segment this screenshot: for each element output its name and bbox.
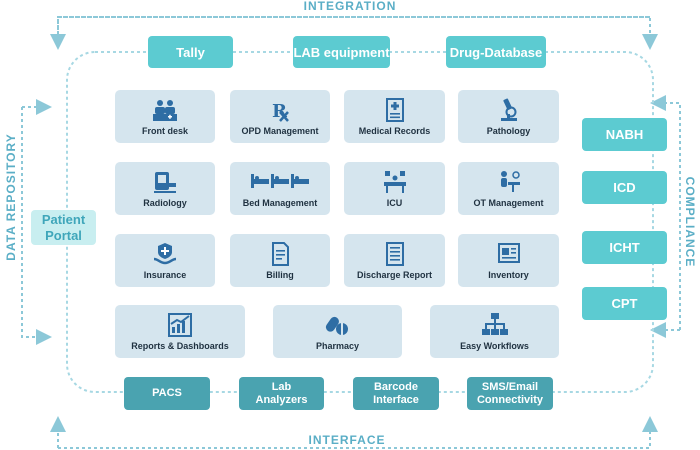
module-inventory[interactable]: Inventory [458,234,559,287]
data-repository-label: DATA REPOSITORY [4,133,18,261]
module-easy-workflows[interactable]: Easy Workflows [430,305,559,358]
medical-records-icon [385,98,404,122]
module-label: Pathology [486,126,531,136]
module-bed-management[interactable]: Bed Management [230,162,330,215]
compliance-icd[interactable]: ICD [582,171,667,204]
integration-tally[interactable]: Tally [148,36,233,68]
billing-document-icon [272,242,289,266]
integration-label: INTEGRATION [303,0,397,13]
reports-chart-icon [168,313,192,337]
module-front-desk[interactable]: Front desk [115,90,215,143]
interface-barcode[interactable]: Barcode Interface [353,377,439,410]
module-billing[interactable]: Billing [230,234,330,287]
interface-label: INTERFACE [308,433,386,447]
interface-pacs[interactable]: PACS [124,377,210,410]
module-label: Billing [266,270,294,280]
module-ot-management[interactable]: OT Management [458,162,559,215]
module-insurance[interactable]: Insurance [115,234,215,287]
module-label: OPD Management [241,126,319,136]
operation-theatre-icon [500,171,520,192]
module-opd-management[interactable]: R OPD Management [230,90,330,143]
pharmacy-pills-icon [325,316,348,335]
module-label: Easy Workflows [460,341,529,351]
patient-portal[interactable]: Patient Portal [31,210,96,245]
module-label: Reports & Dashboards [131,341,229,351]
interface-lab-analyzers[interactable]: Lab Analyzers [239,377,324,410]
compliance-arrow-top [650,95,681,330]
radiology-scanner-icon [154,172,176,193]
interface-arrow-right [58,416,658,449]
module-label: Discharge Report [356,270,433,280]
integration-arrow-left [50,16,650,50]
module-icu[interactable]: ICU [344,162,445,215]
module-label: Pharmacy [315,341,360,351]
hospital-beds-icon [251,174,309,188]
module-pharmacy[interactable]: Pharmacy [273,305,402,358]
prescription-rx-icon: R [272,101,289,122]
discharge-report-icon [385,242,404,266]
module-pathology[interactable]: Pathology [458,90,559,143]
module-label: Medical Records [358,126,431,136]
module-radiology[interactable]: Radiology [115,162,215,215]
compliance-icht[interactable]: ICHT [582,231,667,264]
module-label: ICU [386,198,403,208]
integration-lab-equipment[interactable]: LAB equipment [293,36,390,68]
icu-bed-icon [383,171,406,193]
workflow-hierarchy-icon [481,313,508,335]
module-label: Radiology [143,198,187,208]
compliance-nabh[interactable]: NABH [582,118,667,151]
integration-drug-database[interactable]: Drug-Database [446,36,546,68]
microscope-icon [500,98,517,121]
module-label: Bed Management [242,198,318,208]
module-label: Inventory [488,270,529,280]
compliance-label: COMPLIANCE [683,176,697,268]
interface-sms-email[interactable]: SMS/Email Connectivity [467,377,553,410]
module-label: Insurance [143,270,187,280]
module-label: Front desk [141,126,188,136]
module-reports-dashboards[interactable]: Reports & Dashboards [115,305,245,358]
insurance-hands-icon [153,243,177,265]
compliance-cpt[interactable]: CPT [582,287,667,320]
inventory-icon [497,243,520,263]
data-repo-arrow-bottom [21,107,52,345]
module-label: OT Management [473,198,544,208]
front-desk-icon [153,100,177,121]
module-medical-records[interactable]: Medical Records [344,90,445,143]
module-discharge-report[interactable]: Discharge Report [344,234,445,287]
